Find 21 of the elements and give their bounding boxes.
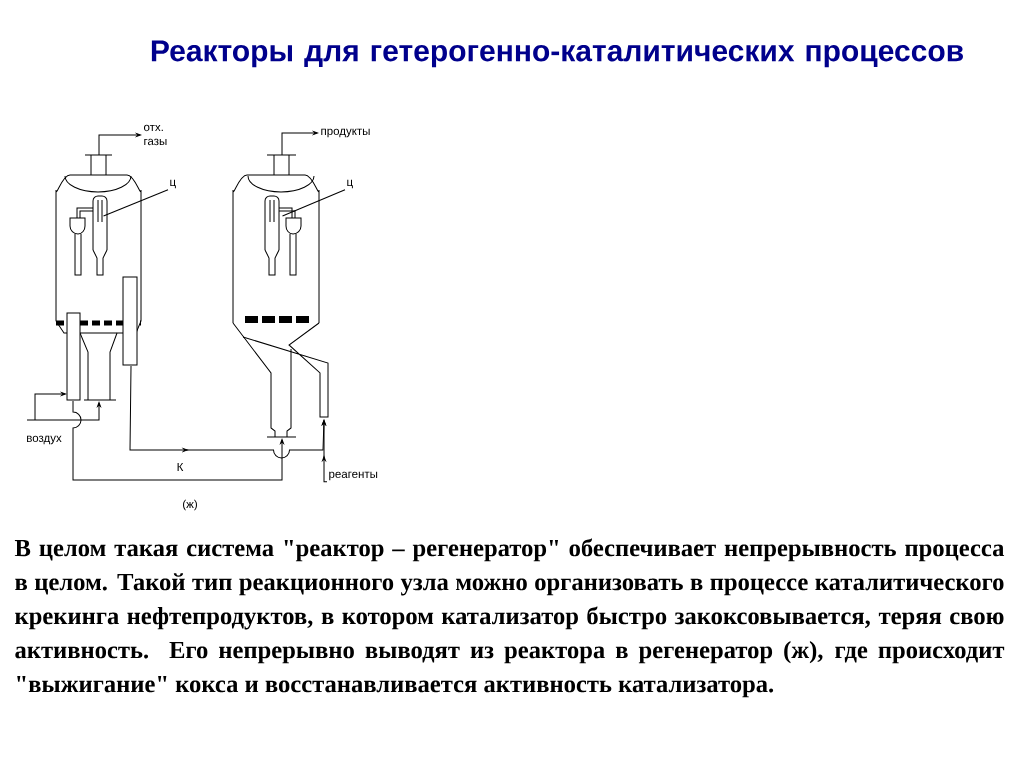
paragraph: В целом такая система "реактор – регенератор" обеспечивает непрерывность процесса в целом. Такой тип реакционного узла можно организовать в процессе каталитического крекинга нефтепродуктов, в котором катализатор быстро закоксовывается, теряя свою активность. Его непрерывно выводят из реактора в регенератор (ж), где происходит "выжигание" кокса и восстанавливается активность катализатора. [14, 538, 1005, 698]
reactor-drawing [232, 154, 329, 438]
regenerator-drawing [55, 154, 142, 401]
leader-line [103, 189, 169, 217]
edge-label: воздух [25, 434, 63, 446]
arrow [72, 400, 284, 481]
flow-label: ц [170, 179, 176, 189]
flow-label: отх. газы [144, 124, 167, 146]
arrow [129, 365, 326, 459]
flow-label: ц [347, 179, 353, 189]
figure-label: (ж) [183, 499, 197, 511]
title: Реакторы для гетерогенно-каталитических процессов [151, 40, 963, 68]
arrow [281, 131, 318, 156]
edge-label: К [175, 462, 185, 472]
arrow [26, 402, 101, 421]
leader-line [282, 189, 346, 217]
flow-label: продукты [321, 128, 370, 138]
arrow [98, 133, 141, 156]
arrow [34, 392, 66, 421]
flow-label: реагенты [329, 471, 378, 481]
arrow [322, 420, 328, 483]
